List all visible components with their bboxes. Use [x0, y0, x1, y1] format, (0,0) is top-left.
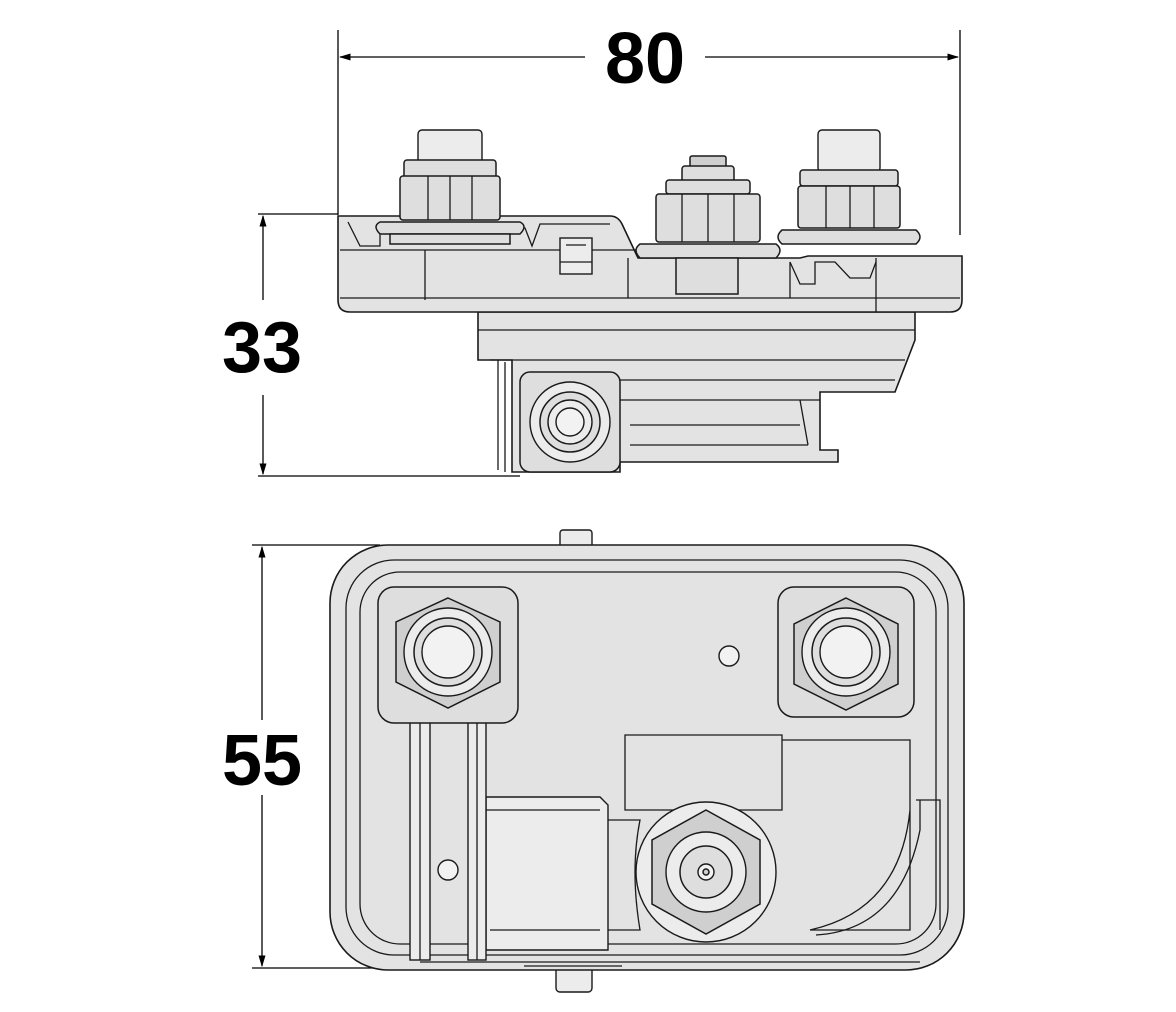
top-left-terminal — [377, 586, 519, 724]
width-dimension: 80 — [337, 19, 961, 235]
top-busbar-plate — [485, 796, 609, 951]
side-clip — [559, 237, 593, 275]
top-mount-hole — [718, 645, 740, 667]
height-dimension: 33 — [222, 213, 520, 477]
side-middle-terminal — [635, 155, 781, 295]
top-right-terminal — [777, 586, 915, 718]
depth-dimension: 55 — [222, 544, 380, 969]
depth-label: 55 — [222, 721, 302, 801]
top-center-terminal — [635, 801, 777, 943]
width-label: 80 — [605, 19, 685, 99]
top-busbar-outline — [624, 734, 783, 811]
side-view — [337, 129, 963, 473]
side-cable-gland — [519, 371, 621, 473]
side-right-terminal — [777, 129, 921, 245]
top-mount-hole-2 — [437, 859, 459, 881]
height-label: 33 — [222, 308, 302, 388]
side-left-terminal — [375, 129, 525, 245]
top-view — [329, 529, 965, 993]
